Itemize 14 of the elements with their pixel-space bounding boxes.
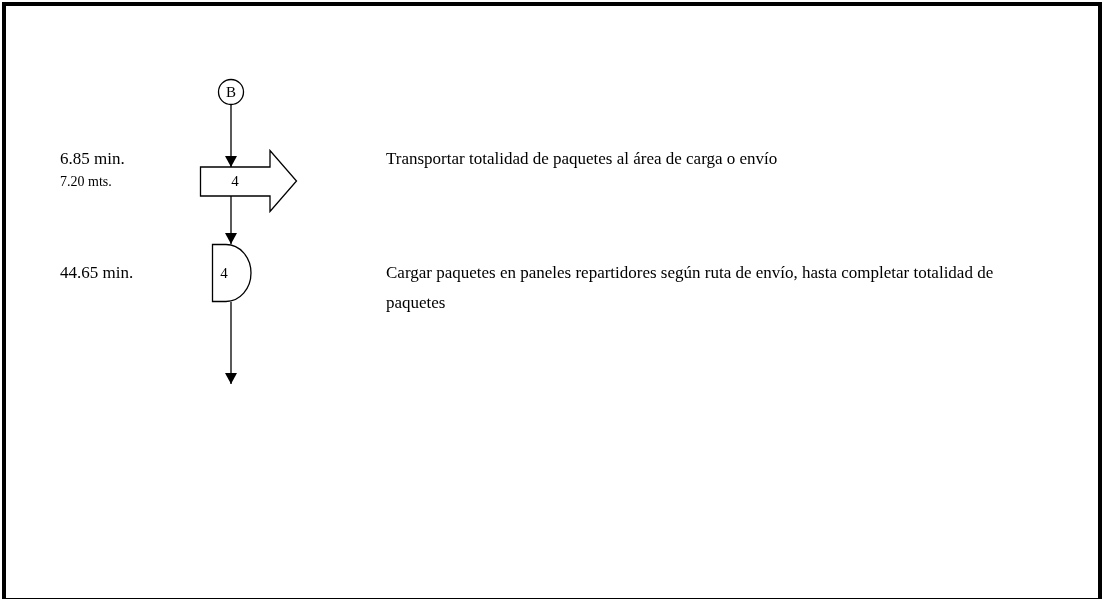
arrow [225, 195, 237, 245]
arrow [225, 104, 237, 168]
distance-label: 7.20 mts. [60, 173, 112, 191]
connector-circle [218, 79, 244, 105]
step-description: Transportar totalidad de paquetes al área de carga o envío [386, 148, 779, 170]
step-description: Cargar paquetes en paneles repartidores según ruta de envío, hasta completar totalidad de paquetes [386, 262, 995, 314]
time-label: 44.65 min. [60, 262, 134, 284]
arrow [225, 301, 237, 385]
step-number: 4 [220, 264, 228, 282]
connector-letter: B [226, 83, 236, 101]
step-number: 4 [231, 173, 239, 190]
delay-symbol [212, 244, 252, 302]
time-label: 6.85 min. [60, 148, 125, 170]
transport-arrow [200, 150, 297, 212]
